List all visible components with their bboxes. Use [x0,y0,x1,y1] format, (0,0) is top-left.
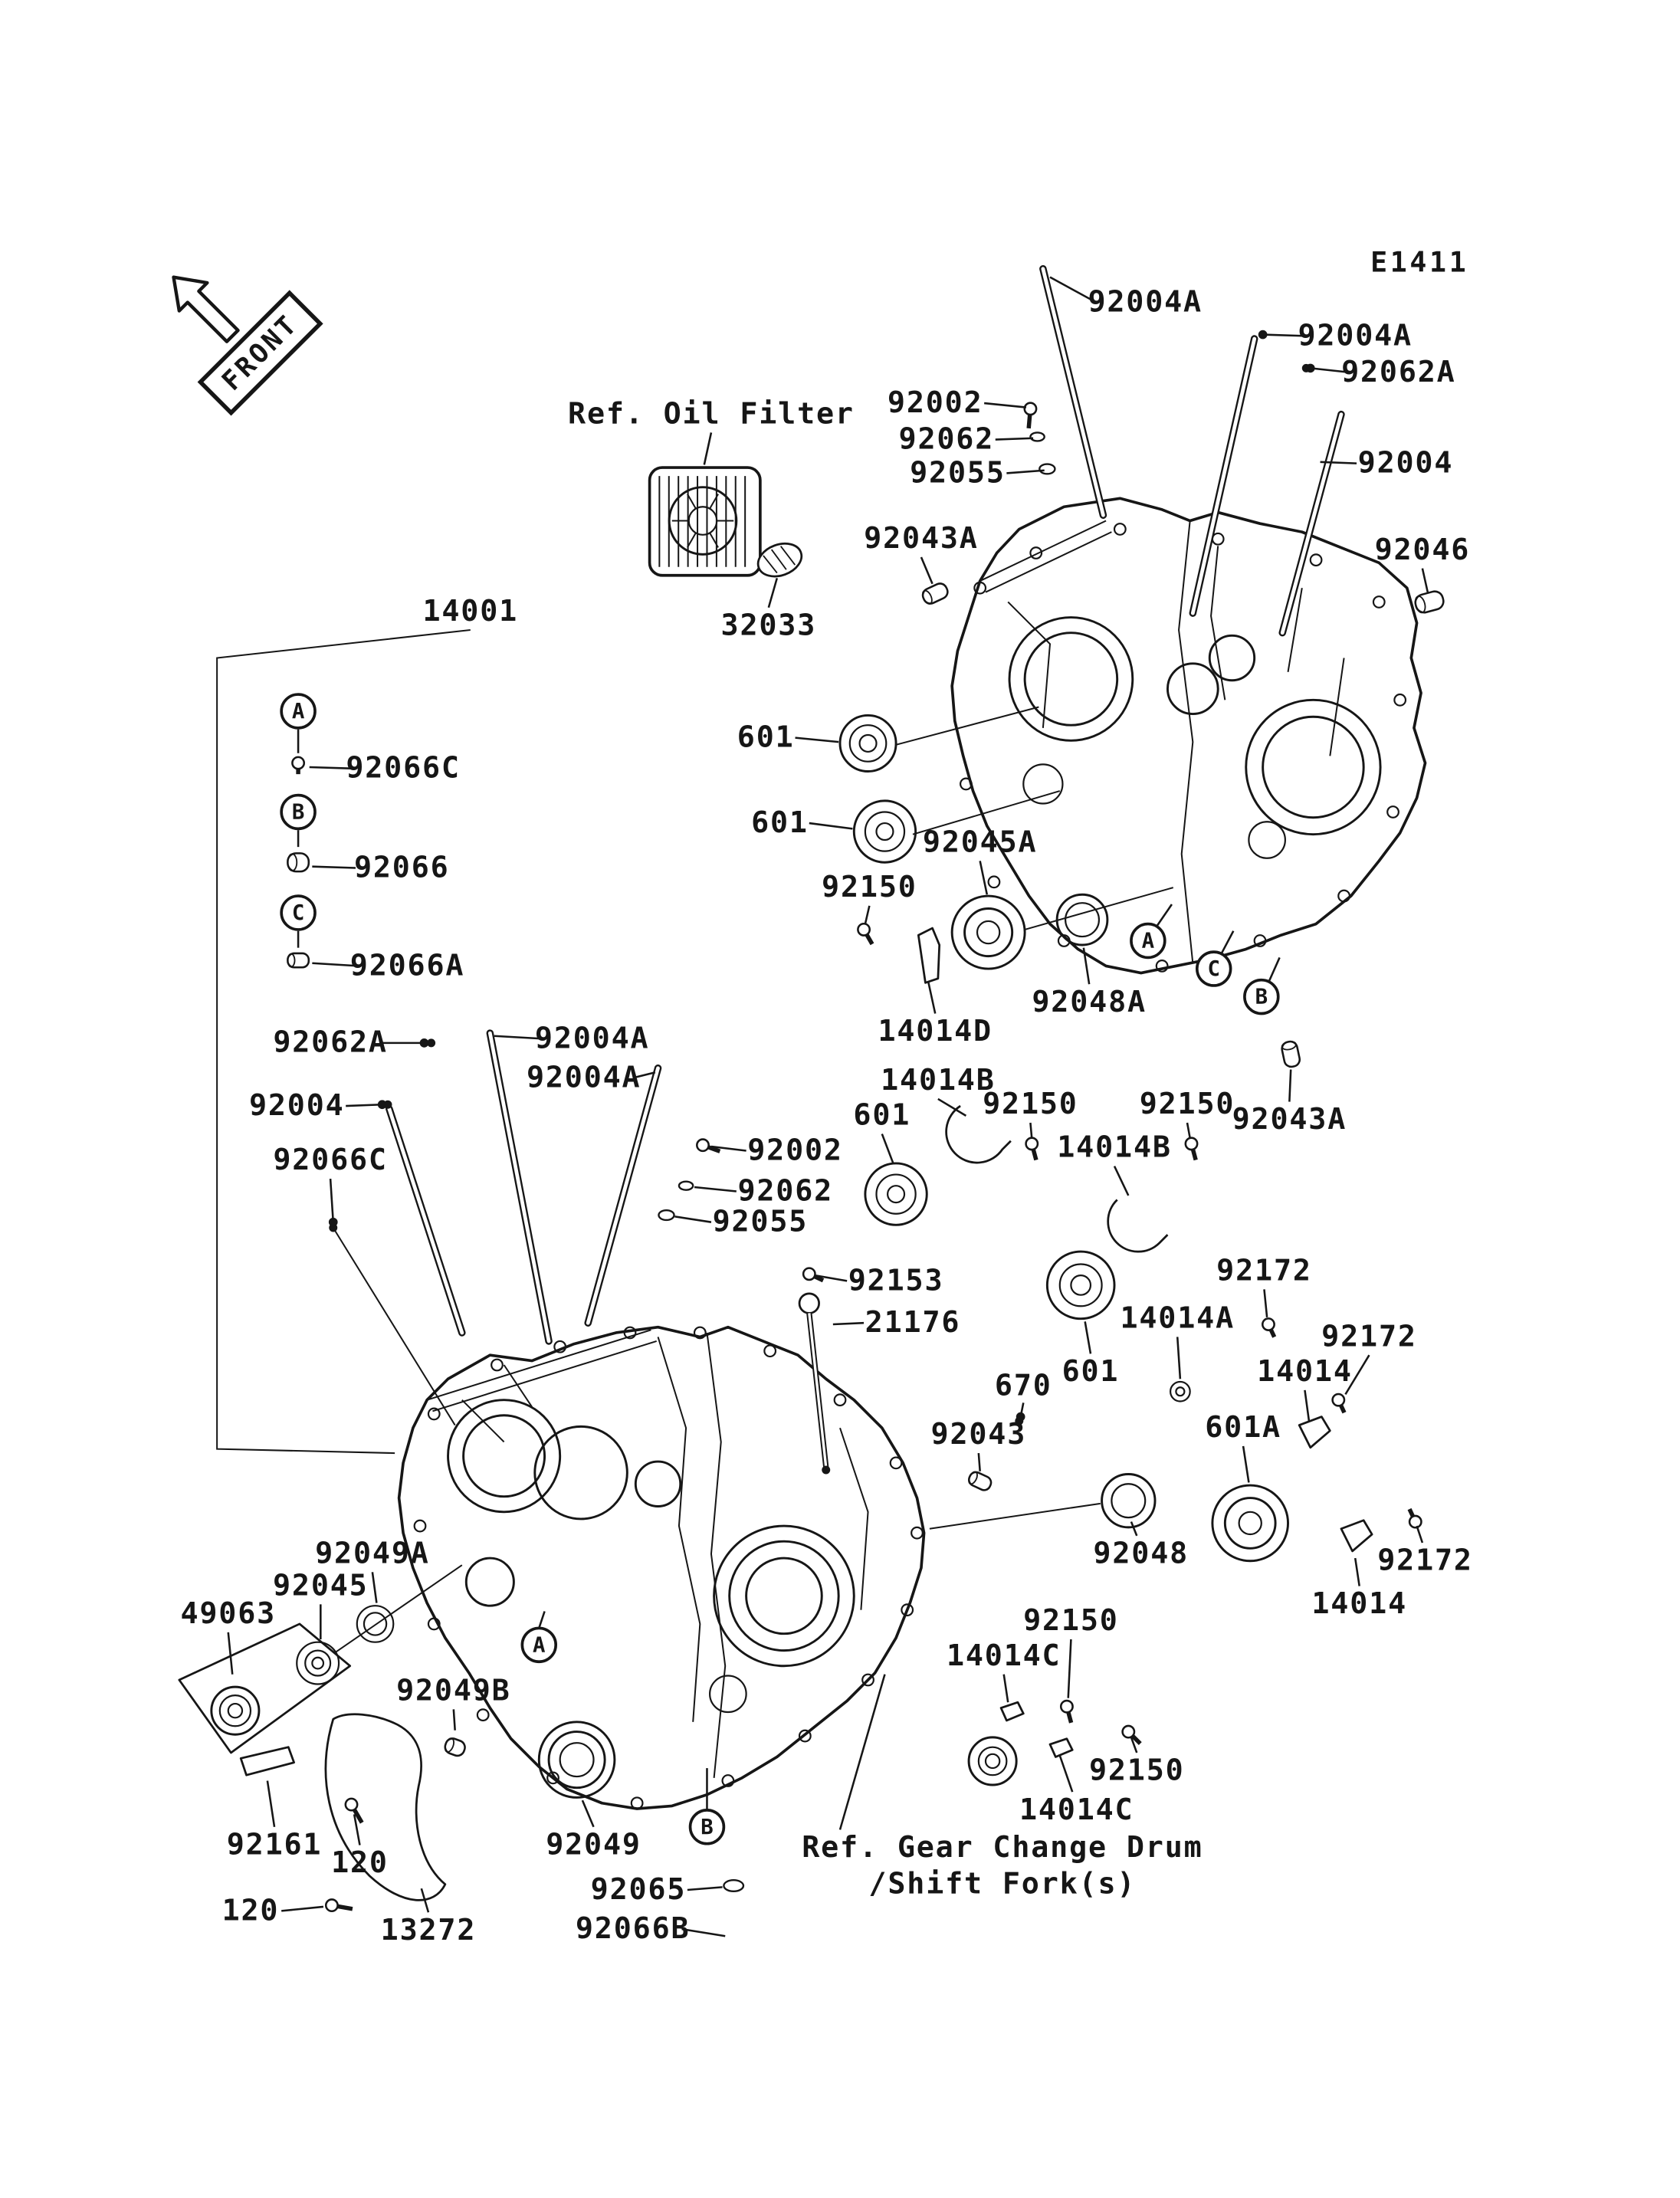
part-label-14014d: 14014D [878,1014,993,1048]
part-label-670: 670 [994,1368,1052,1402]
callout-A: A [280,693,317,730]
part-label-shiftforks: /Shift Fork(s) [868,1866,1137,1901]
part-label-92045a: 92045A [922,825,1038,859]
part-label-14014c: 14014C [946,1639,1061,1672]
part-label-92004a: 92004A [534,1021,650,1055]
part-label-14014: 14014 [1257,1354,1353,1389]
part-label-92045: 92045 [273,1568,369,1603]
part-label-120: 120 [221,1893,280,1927]
crankcase-lower-outline [397,1325,926,1810]
part-label-92046: 92046 [1374,533,1471,566]
part-label-92004a: 92004A [1088,284,1203,319]
part-label-92062: 92062 [898,422,995,456]
part-label-92150: 92150 [822,870,917,904]
part-label-refgearchangedrum: Ref. Gear Change Drum [802,1830,1203,1865]
part-label-92065: 92065 [590,1872,687,1907]
part-label-92002: 92002 [887,385,983,420]
callout-A: A [520,1626,558,1664]
part-label-92049: 92049 [546,1827,641,1862]
callout-B: B [280,793,317,831]
part-label-32033: 32033 [720,608,817,642]
diagram-code: E1411 [1370,244,1469,279]
part-label-92150: 92150 [1139,1087,1235,1121]
part-label-92004: 92004 [248,1088,345,1123]
crankcase-upper-outline [950,497,1427,975]
part-label-92172: 92172 [1216,1253,1312,1288]
part-label-601: 601 [1061,1354,1120,1389]
part-label-92066c: 92066C [273,1143,388,1177]
part-label-14014b: 14014B [881,1063,996,1097]
part-label-601a: 601A [1205,1410,1281,1445]
part-label-13272: 13272 [380,1913,477,1947]
part-label-92048a: 92048A [1032,985,1147,1019]
part-label-refoilfilter: Ref. Oil Filter [568,396,855,431]
part-label-120: 120 [331,1845,389,1880]
part-label-92150: 92150 [983,1087,1078,1121]
part-label-601: 601 [751,805,809,840]
oil-pressure-switch-icon [798,1292,831,1475]
part-label-49063: 49063 [180,1596,277,1631]
callout-B: B [688,1809,726,1845]
part-label-92043a: 92043A [1232,1102,1347,1137]
spring-icon [756,542,803,578]
part-label-92066b: 92066B [575,1911,691,1946]
part-label-601: 601 [737,720,795,754]
part-label-92172: 92172 [1377,1543,1473,1577]
callout-B: B [1243,978,1280,1015]
part-label-92004a: 92004A [1298,318,1413,353]
part-label-92004a: 92004A [526,1060,641,1094]
part-label-92049a: 92049A [315,1536,430,1570]
part-label-14014c: 14014C [1019,1793,1134,1826]
part-glyphs [178,264,1445,1913]
part-label-14014a: 14014A [1120,1301,1235,1335]
part-label-92066c: 92066C [346,751,461,785]
part-label-92150: 92150 [1088,1753,1185,1787]
callout-C: C [1195,950,1232,987]
part-label-92062a: 92062A [273,1025,388,1059]
part-label-92055: 92055 [910,455,1006,490]
part-label-92048: 92048 [1093,1536,1189,1570]
oil-filter-icon [648,466,762,577]
part-label-14001: 14001 [422,594,519,628]
part-label-92055: 92055 [712,1204,809,1238]
part-label-92043: 92043 [930,1417,1027,1452]
part-label-92066a: 92066A [349,948,465,983]
part-label-92062: 92062 [737,1173,834,1208]
front-arrow-icon [172,275,240,343]
callout-C: C [280,894,317,931]
part-label-14014: 14014 [1311,1586,1408,1621]
part-label-92161: 92161 [226,1827,323,1862]
part-label-14014b: 14014B [1057,1130,1172,1164]
part-label-92066: 92066 [353,850,450,884]
part-label-21176: 21176 [865,1305,961,1340]
part-label-92062a: 92062A [1341,355,1456,389]
leader-lines [227,276,1429,1937]
part-label-92049b: 92049B [396,1673,511,1708]
part-label-92002: 92002 [747,1133,843,1167]
part-label-92172: 92172 [1321,1319,1417,1353]
callout-A: A [1130,922,1166,960]
part-label-92150: 92150 [1023,1603,1119,1638]
part-label-92043a: 92043A [864,521,979,556]
part-label-92004: 92004 [1357,445,1454,480]
part-label-92153: 92153 [848,1263,944,1297]
part-label-601: 601 [853,1098,911,1132]
